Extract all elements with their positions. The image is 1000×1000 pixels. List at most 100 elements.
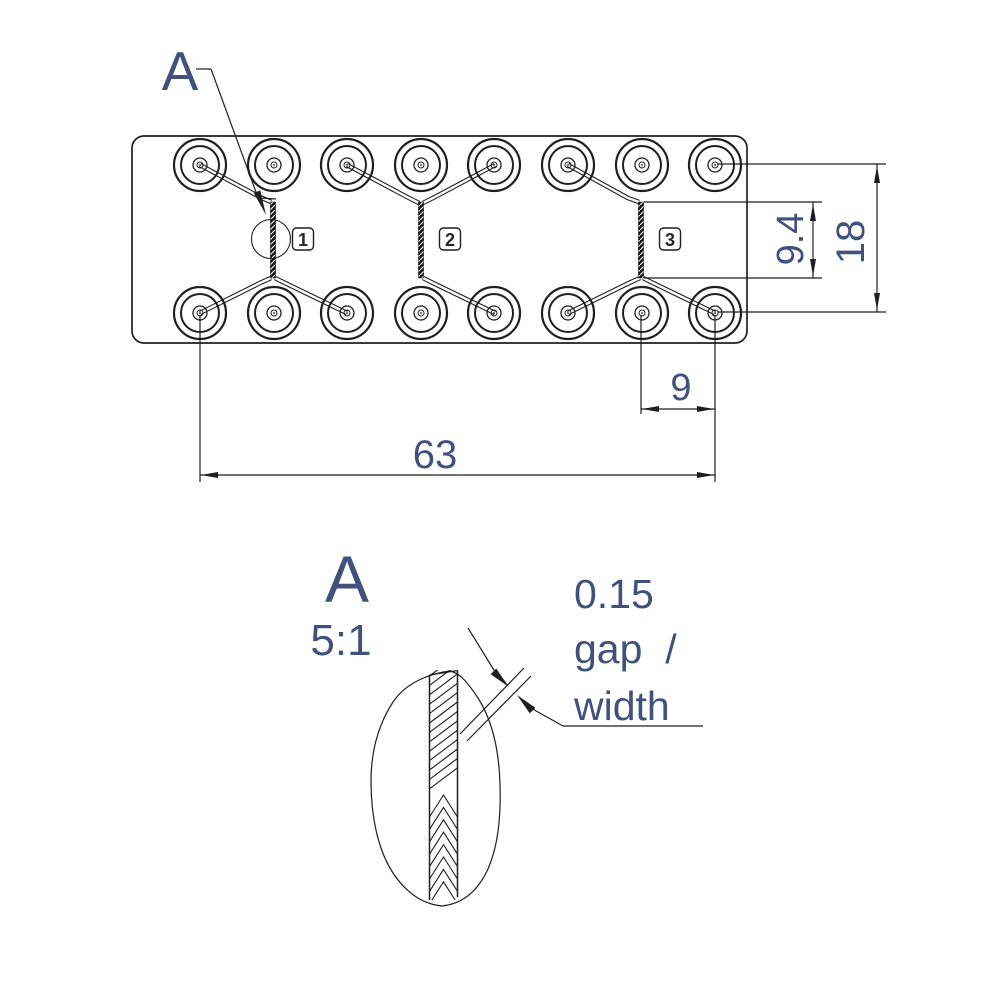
pad-ring xyxy=(614,137,670,193)
trace-core xyxy=(422,163,496,205)
pad-ring xyxy=(707,157,723,173)
pad-ring xyxy=(327,145,367,185)
chevron-line xyxy=(429,806,458,830)
dim-arrowhead xyxy=(490,668,509,687)
pad-ring xyxy=(393,137,449,193)
pad-ring xyxy=(548,293,588,333)
pad-ring xyxy=(564,309,572,317)
pad-ring xyxy=(638,309,646,317)
chevron-line xyxy=(429,793,458,818)
pad-ring xyxy=(266,305,282,321)
dim-arrowhead xyxy=(874,166,880,183)
pad-center-dot xyxy=(493,164,495,166)
pad-ring xyxy=(401,293,441,333)
pad-ring xyxy=(417,309,425,317)
hatch-line xyxy=(429,729,458,752)
dim-overall-width: 63 xyxy=(413,433,458,477)
pad-ring xyxy=(540,137,596,193)
pad-ring xyxy=(540,285,596,341)
pad-ring xyxy=(254,145,294,185)
section-box-2 xyxy=(438,227,462,251)
detail-callout-label: A xyxy=(162,40,199,102)
pad-ring xyxy=(634,305,650,321)
chevron-line xyxy=(429,855,458,880)
hatch-line xyxy=(429,748,458,771)
hatch-line xyxy=(429,673,458,696)
pad-center-dot xyxy=(714,164,716,166)
pad-ring xyxy=(695,145,735,185)
pad-center-dot xyxy=(346,164,348,166)
pad-ring xyxy=(490,309,498,317)
pad-ring xyxy=(343,161,351,169)
dim-arrowhead xyxy=(517,695,536,714)
gap-edge-line-2 xyxy=(466,675,532,742)
chevron-line xyxy=(429,868,458,892)
pad-ring xyxy=(270,161,278,169)
hatch-line xyxy=(429,682,458,705)
chevron-line xyxy=(429,831,458,855)
hatch-line xyxy=(429,701,458,724)
slot-1 xyxy=(270,201,276,279)
slot-3 xyxy=(638,201,644,279)
pad-ring xyxy=(192,157,208,173)
trace-core xyxy=(346,163,420,205)
hatch-line xyxy=(429,710,458,733)
pad-ring xyxy=(638,161,646,169)
pad-ring xyxy=(560,305,576,321)
note-gap-word: gap / xyxy=(574,626,677,672)
pad-ring xyxy=(466,285,522,341)
trace-core xyxy=(199,276,272,315)
pad-ring xyxy=(486,157,502,173)
dim-arrowhead xyxy=(810,204,816,221)
section-1-label: 1 xyxy=(298,230,308,250)
pad-ring xyxy=(319,137,375,193)
pad-center-dot xyxy=(641,164,643,166)
pad-ring xyxy=(474,145,514,185)
detail-note-leader xyxy=(528,706,564,727)
pad-center-dot xyxy=(567,312,569,314)
chevron-line xyxy=(429,818,458,843)
pad-ring xyxy=(196,161,204,169)
dim-pad-pitch: 9 xyxy=(670,367,691,409)
slot-2 xyxy=(418,201,424,279)
pad-ring xyxy=(486,305,502,321)
pad-center-dot xyxy=(199,312,201,314)
pad-ring xyxy=(417,161,425,169)
hatch-line xyxy=(429,739,458,762)
pad-ring xyxy=(270,309,278,317)
detail-scale: 5:1 xyxy=(310,616,371,665)
pad-ring xyxy=(180,145,220,185)
pad-center-dot xyxy=(273,312,275,314)
pad-ring xyxy=(548,145,588,185)
dim-arrowhead xyxy=(253,190,266,215)
pad-ring xyxy=(246,285,302,341)
pad-ring xyxy=(474,293,514,333)
pad-center-dot xyxy=(714,312,716,314)
pad-ring xyxy=(254,293,294,333)
pad-center-dot xyxy=(641,312,643,314)
pad-ring xyxy=(266,157,282,173)
dim-arrowhead xyxy=(201,472,218,478)
detail-slot-hatch xyxy=(429,670,458,900)
detail-title: A xyxy=(325,542,369,616)
hatch-line xyxy=(429,757,458,780)
trace-core xyxy=(274,276,348,315)
pad-center-dot xyxy=(567,164,569,166)
dim-arrowhead xyxy=(874,293,880,310)
hatch-line xyxy=(429,670,451,686)
pad-ring xyxy=(401,145,441,185)
plate-outline xyxy=(131,135,748,344)
pad-ring xyxy=(327,293,367,333)
pad-ring xyxy=(339,305,355,321)
pad-ring xyxy=(413,305,429,321)
chevron-line xyxy=(431,880,456,900)
pad-center-dot xyxy=(420,312,422,314)
note-width-word: width xyxy=(573,683,670,729)
pad-ring xyxy=(564,161,572,169)
pad-ring xyxy=(711,161,719,169)
detail-blob-outline xyxy=(370,670,501,907)
pad-center-dot xyxy=(273,164,275,166)
hatch-line xyxy=(429,767,458,790)
